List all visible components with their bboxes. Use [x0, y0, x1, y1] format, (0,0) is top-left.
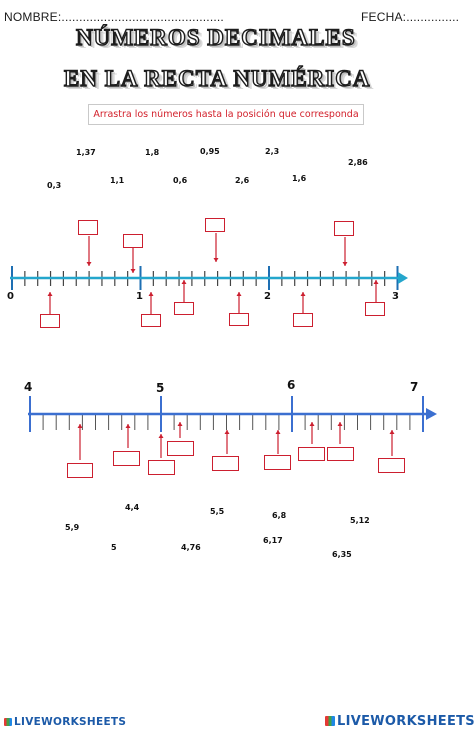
axis-label-0: 0 — [7, 291, 14, 302]
answer-drop-box[interactable] — [67, 463, 93, 478]
pointer-arrow-icon — [309, 422, 315, 426]
answer-drop-box[interactable] — [365, 302, 385, 316]
answer-drop-box[interactable] — [298, 447, 325, 461]
pointer-arrow-icon — [300, 292, 306, 296]
draggable-number[interactable]: 0,95 — [200, 147, 220, 156]
footer-logo-right: LIVEWORKSHEETS — [325, 714, 474, 729]
answer-drop-box[interactable] — [113, 451, 140, 466]
draggable-number[interactable]: 5 — [111, 543, 117, 552]
draggable-number[interactable]: 1,37 — [76, 148, 96, 157]
axis-label-6: 6 — [287, 378, 296, 392]
answer-drop-box[interactable] — [264, 455, 291, 470]
pointer-arrow-icon — [373, 280, 379, 284]
instruction-box: Arrastra los números hasta la posición q… — [88, 104, 364, 125]
answer-drop-box[interactable] — [293, 313, 313, 327]
draggable-number[interactable]: 6,8 — [272, 511, 287, 520]
pointer-arrow-icon — [158, 434, 164, 438]
axis-label-2: 2 — [264, 291, 271, 302]
pointer-arrow-icon — [389, 430, 395, 434]
answer-drop-box[interactable] — [334, 221, 354, 236]
number-line-2-pointers — [77, 422, 395, 460]
answer-drop-box[interactable] — [40, 314, 60, 328]
pointer-arrow-icon — [236, 292, 242, 296]
axis-label-1: 1 — [136, 291, 143, 302]
answer-drop-box[interactable] — [378, 458, 405, 473]
title-line-1: NÚMEROS DECIMALES — [75, 24, 356, 50]
answer-drop-box[interactable] — [78, 220, 98, 235]
pointer-arrow-icon — [86, 262, 92, 266]
answer-drop-box[interactable] — [174, 302, 194, 315]
answer-drop-box[interactable] — [229, 313, 249, 326]
footer-logo-left: LIVEWORKSHEETS — [4, 716, 126, 728]
number-line-2 — [28, 396, 437, 460]
pointer-arrow-icon — [181, 280, 187, 284]
name-field-label: NOMBRE:.................................… — [4, 10, 224, 24]
pointer-arrow-icon — [337, 422, 343, 426]
pointer-arrow-icon — [125, 424, 131, 428]
arrow-head-icon — [426, 408, 437, 420]
draggable-number[interactable]: 2,86 — [348, 158, 368, 167]
title-line-2: EN LA RECTA NUMÉRICA — [63, 65, 371, 91]
pointer-arrow-icon — [77, 424, 83, 428]
number-line-1 — [10, 233, 408, 314]
answer-drop-box[interactable] — [148, 460, 175, 475]
axis-label-7: 7 — [410, 380, 419, 394]
draggable-number[interactable]: 4,4 — [125, 503, 140, 512]
answer-drop-box[interactable] — [167, 441, 194, 456]
draggable-number[interactable]: 4,76 — [181, 543, 201, 552]
answer-drop-box[interactable] — [141, 314, 161, 327]
draggable-number[interactable]: 6,35 — [332, 550, 352, 559]
answer-drop-box[interactable] — [205, 218, 225, 232]
draggable-number[interactable]: 5,5 — [210, 507, 225, 516]
draggable-number[interactable]: 5,12 — [350, 516, 370, 525]
pointer-arrow-icon — [275, 430, 281, 434]
pointer-arrow-icon — [148, 292, 154, 296]
answer-drop-box[interactable] — [212, 456, 239, 471]
axis-label-5: 5 — [156, 381, 165, 395]
draggable-number[interactable]: 1,1 — [110, 176, 125, 185]
pointer-arrow-icon — [342, 262, 348, 266]
draggable-number[interactable]: 5,9 — [65, 523, 80, 532]
draggable-number[interactable]: 0,3 — [47, 181, 62, 190]
liveworksheets-logo-icon — [4, 718, 12, 726]
draggable-number[interactable]: 2,6 — [235, 176, 250, 185]
draggable-number[interactable]: 1,8 — [145, 148, 160, 157]
number-line-1-pointers — [47, 233, 379, 314]
axis-label-4: 4 — [24, 380, 33, 394]
answer-drop-box[interactable] — [123, 234, 143, 248]
pointer-arrow-icon — [177, 422, 183, 426]
pointer-arrow-icon — [130, 269, 136, 273]
draggable-number[interactable]: 2,3 — [265, 147, 280, 156]
draggable-number[interactable]: 0,6 — [173, 176, 188, 185]
pointer-arrow-icon — [224, 430, 230, 434]
draggable-number[interactable]: 1,6 — [292, 174, 307, 183]
axis-label-3: 3 — [392, 291, 399, 302]
liveworksheets-logo-icon — [325, 716, 335, 726]
pointer-arrow-icon — [47, 292, 53, 296]
date-field-label: FECHA:............... — [361, 10, 460, 24]
arrow-head-icon — [398, 272, 408, 284]
pointer-arrow-icon — [213, 258, 219, 262]
draggable-number[interactable]: 6,17 — [263, 536, 283, 545]
answer-drop-box[interactable] — [327, 447, 354, 461]
